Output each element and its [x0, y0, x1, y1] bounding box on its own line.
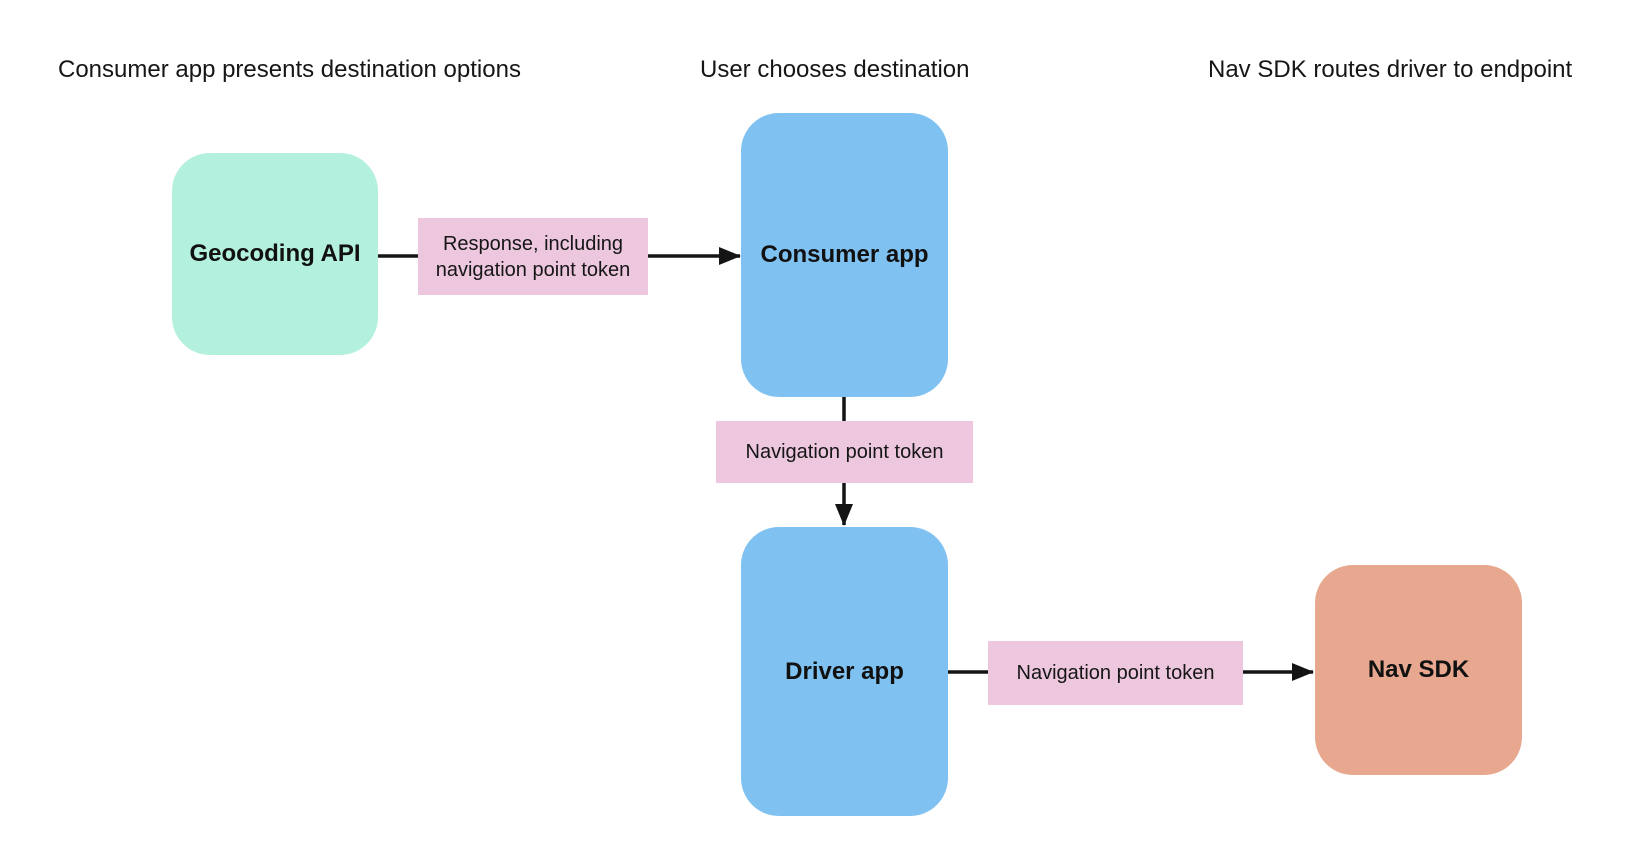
- column-header-nav-sdk-routes-driver: Nav SDK routes driver to endpoint: [1208, 56, 1573, 83]
- edge-label-response-including-navigation-point-token: Response, including navigation point tok…: [418, 218, 648, 295]
- node-nav-sdk: Nav SDK: [1315, 565, 1522, 775]
- edge-label-navigation-point-token-driver-to-navsdk: Navigation point token: [988, 641, 1243, 705]
- edge-label-navigation-point-token-consumer-to-driver: Navigation point token: [716, 421, 973, 483]
- node-geocoding-api: Geocoding API: [172, 153, 378, 355]
- node-driver-app: Driver app: [741, 527, 948, 816]
- node-consumer-app: Consumer app: [741, 113, 948, 397]
- column-header-user-chooses-destination: User chooses destination: [700, 56, 970, 83]
- column-header-consumer-presents-options: Consumer app presents destination option…: [58, 56, 521, 83]
